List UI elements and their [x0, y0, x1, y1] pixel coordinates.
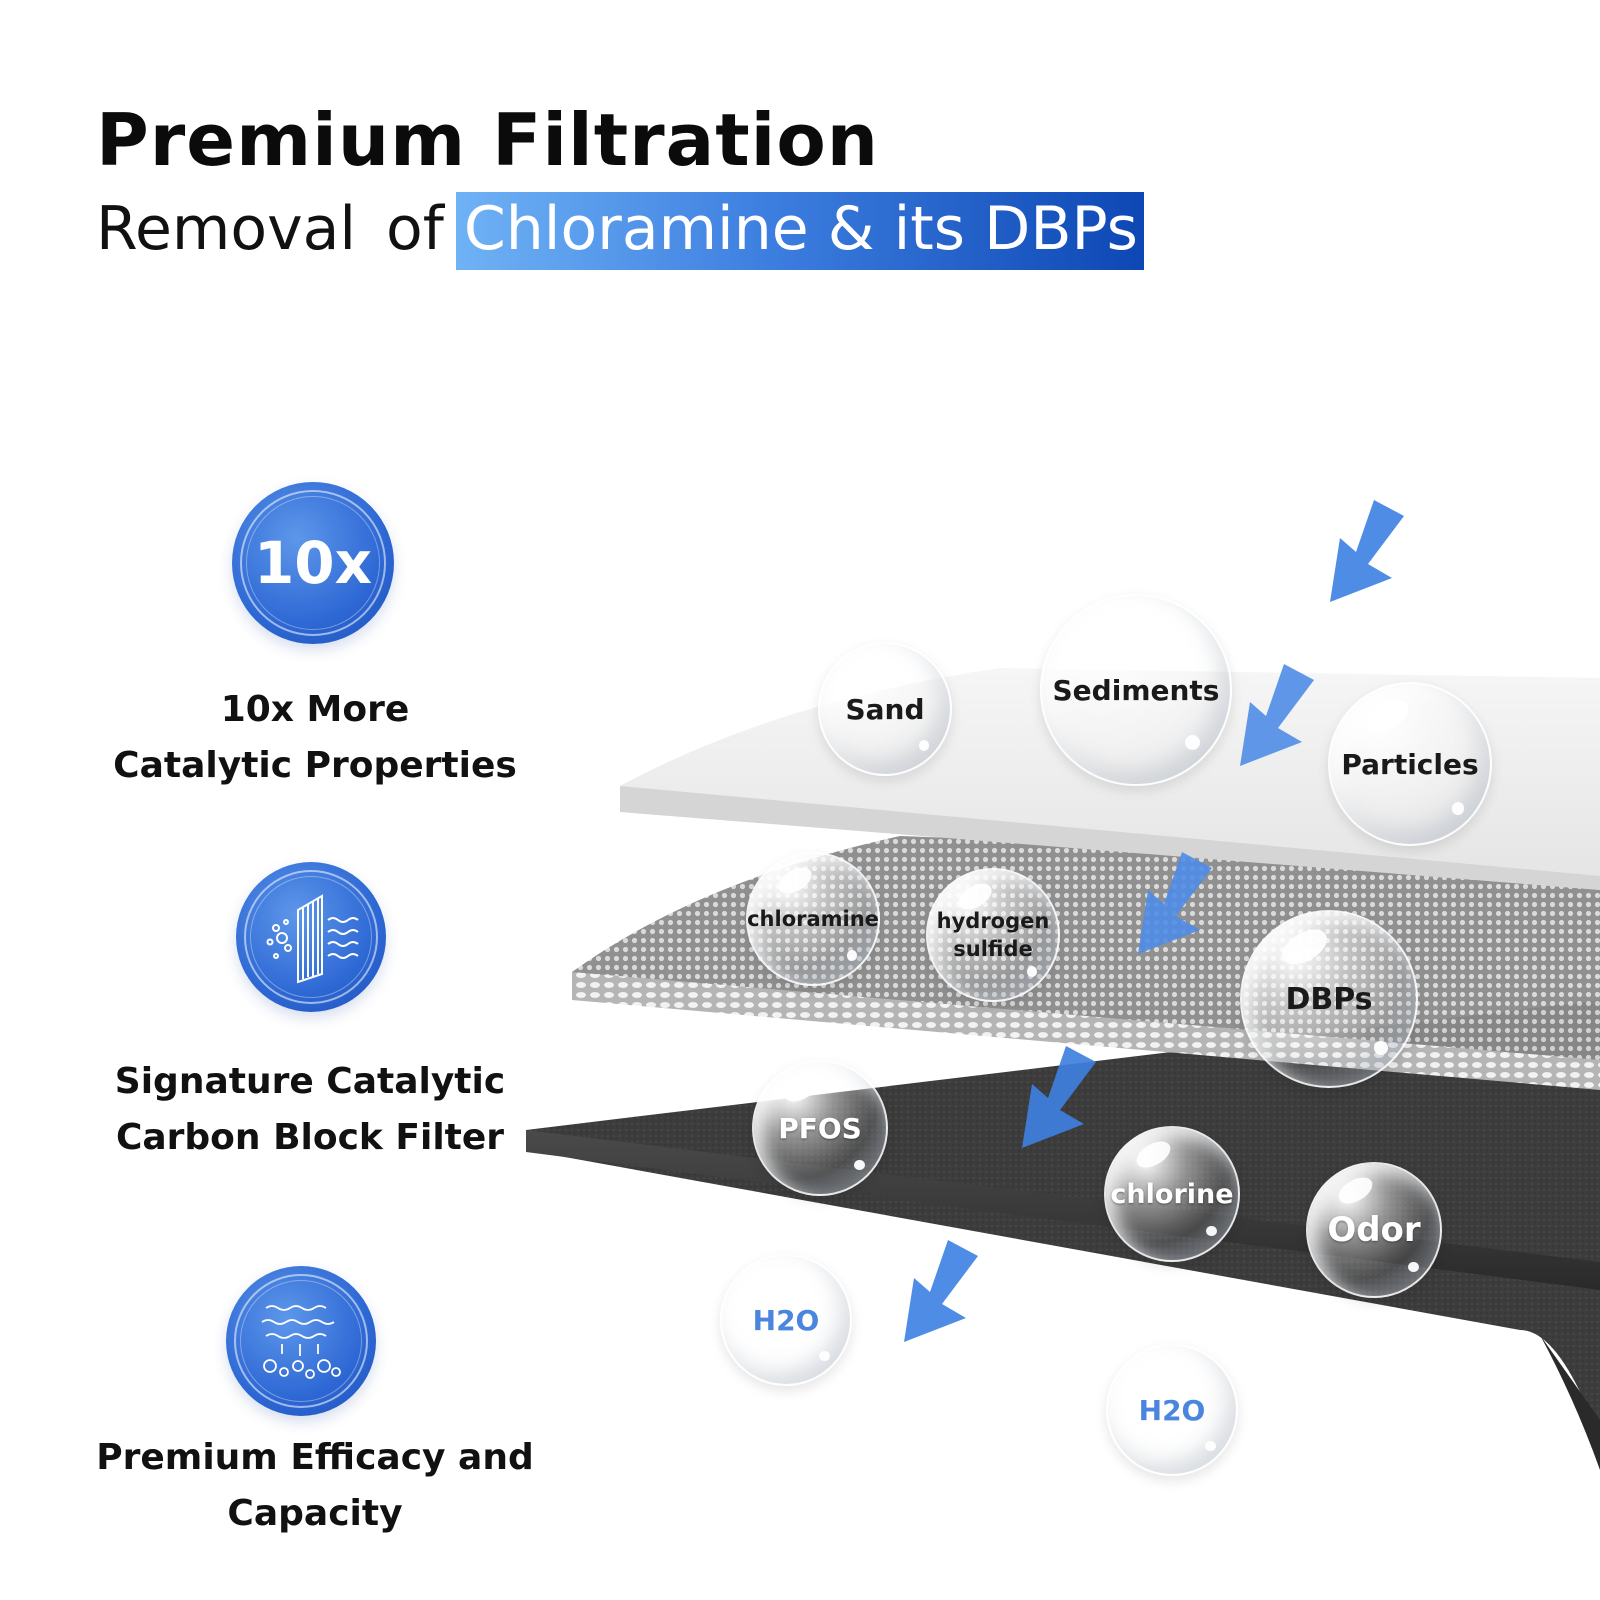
flow-arrow-icon	[1138, 852, 1212, 954]
feature-line: Catalytic Properties	[113, 745, 517, 786]
feature-catalytic-properties: 10x More Catalytic Properties	[90, 682, 540, 794]
subtitle-of: of	[386, 194, 444, 264]
bubble-h2o: H2O	[720, 1254, 852, 1386]
feature-line: Carbon Block Filter	[115, 1117, 505, 1158]
bubble-dbps: DBPs	[1240, 910, 1418, 1088]
bubble-odor: Odor	[1306, 1162, 1442, 1298]
flow-arrow-icon	[1022, 1046, 1096, 1148]
bubble-hydrogen-sulfide: hydrogen sulfide	[926, 868, 1060, 1002]
bubble-chlorine: chlorine	[1104, 1126, 1240, 1262]
feature-line: 10x More	[220, 689, 410, 730]
filter-layers-icon	[236, 862, 386, 1012]
flow-arrow-icon	[904, 1240, 978, 1342]
feature-carbon-block: Signature Catalytic Carbon Block Filter	[90, 1054, 530, 1166]
badge-text: 10x	[253, 529, 373, 597]
feature-efficacy-capacity: Premium Efficacy and Capacity	[90, 1430, 540, 1542]
feature-line: Signature Catalytic	[114, 1061, 506, 1102]
bubble-chloramine: chloramine	[746, 852, 880, 986]
feature-line: Capacity	[227, 1493, 403, 1534]
flow-arrow-icon	[1240, 664, 1314, 766]
bubble-sand: Sand	[818, 642, 952, 776]
bubble-particles: Particles	[1328, 682, 1492, 846]
ten-x-badge-icon: 10x	[232, 482, 394, 644]
subtitle-highlight: Chloramine & its DBPs	[455, 192, 1144, 270]
page-title: Premium Filtration	[96, 98, 880, 182]
feature-line: Premium Efficacy and	[96, 1437, 534, 1478]
water-particles-icon	[226, 1266, 376, 1416]
bubble-line: hydrogen	[936, 909, 1050, 933]
bubble-pfos: PFOS	[752, 1060, 888, 1196]
bubble-sediments: Sediments	[1040, 594, 1232, 786]
bubble-h2o: H2O	[1106, 1344, 1238, 1476]
subtitle-removal: Removal	[96, 194, 357, 264]
bubble-line: sulfide	[953, 937, 1033, 961]
flow-arrow-icon	[1330, 500, 1404, 602]
